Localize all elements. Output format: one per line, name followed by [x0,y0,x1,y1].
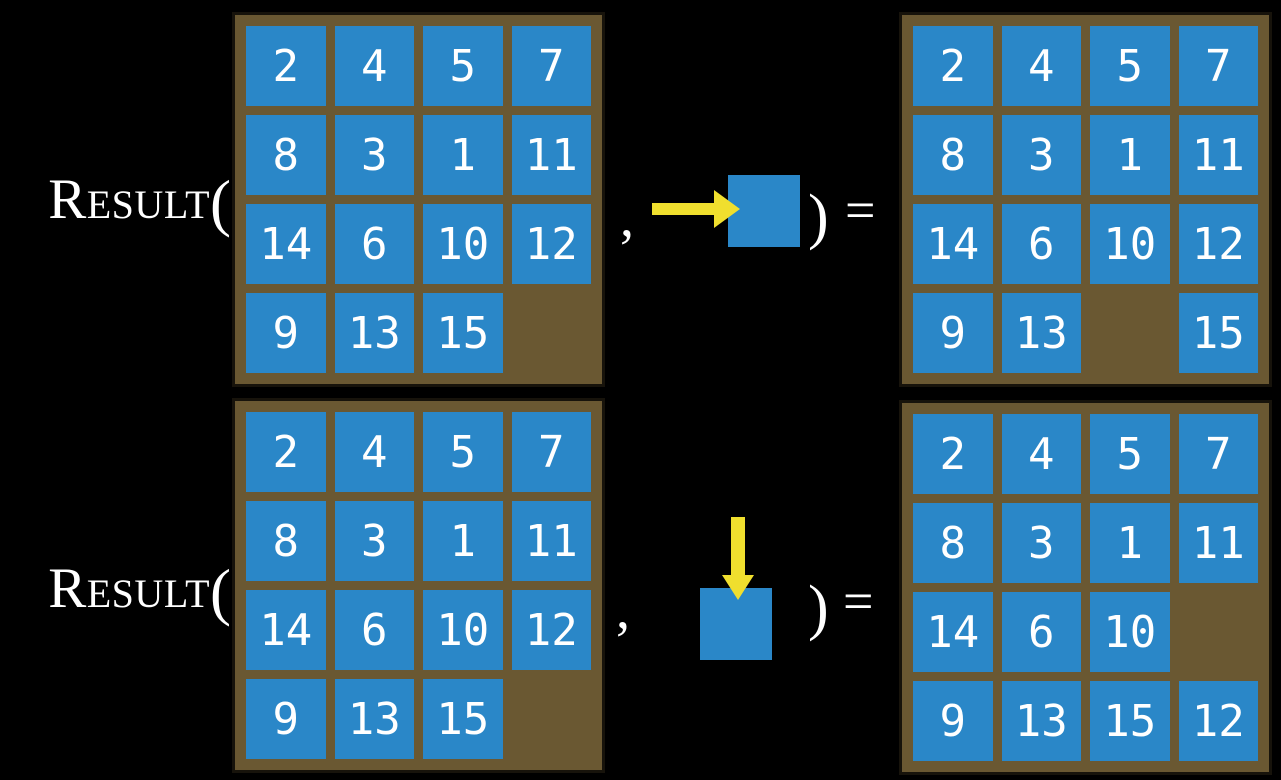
empty-cell [1090,293,1170,373]
puzzle-tile: 11 [511,115,591,195]
puzzle-tile: 4 [334,26,414,106]
puzzle-tile: 15 [423,679,503,759]
action-tile-square [728,175,800,247]
result-function-label: Result( [0,543,233,633]
puzzle-tile: 10 [1090,204,1170,284]
puzzle-tile: 13 [1001,681,1081,761]
puzzle-tile: 8 [246,115,326,195]
empty-cell [1179,592,1259,672]
puzzle-tile: 12 [511,590,591,670]
puzzle-tile: 7 [1178,26,1258,106]
puzzle-tile: 1 [1090,503,1170,583]
puzzle-tile: 10 [1090,592,1170,672]
puzzle-tile: 15 [1178,293,1258,373]
puzzle-tile: 5 [1090,26,1170,106]
open-paren: ( [210,167,231,238]
puzzle-tile: 8 [246,501,326,581]
puzzle-tile: 5 [423,26,503,106]
puzzle-tile: 3 [1001,503,1081,583]
puzzle-tile: 7 [1178,414,1258,494]
puzzle-tile: 15 [1090,681,1170,761]
puzzle-tile: 13 [1001,293,1081,373]
puzzle-tile: 4 [1001,26,1081,106]
puzzle-tile: 10 [423,590,503,670]
puzzle-tile: 6 [1001,592,1081,672]
puzzle-tile: 14 [246,204,326,284]
function-name: Result [48,167,211,231]
puzzle-tile: 4 [334,412,414,492]
puzzle-tile: 6 [1001,204,1081,284]
puzzle-tile: 5 [1090,414,1170,494]
puzzle-tile: 14 [913,204,993,284]
puzzle-tile: 2 [913,26,993,106]
puzzle-tile: 13 [334,293,414,373]
puzzle-tile: 12 [511,204,591,284]
puzzle-tile: 2 [913,414,993,494]
down-arrow-icon [722,517,754,600]
open-paren: ( [210,556,231,627]
puzzle-tile: 12 [1178,681,1258,761]
puzzle-tile: 9 [913,293,993,373]
puzzle-tile: 7 [511,412,591,492]
puzzle-tile: 7 [511,26,591,106]
puzzle-tile: 8 [913,503,993,583]
puzzle-tile: 1 [1090,115,1170,195]
puzzle-tile: 8 [913,115,993,195]
puzzle-tile: 15 [423,293,503,373]
puzzle-tile: 2 [246,26,326,106]
result-function-label: Result( [0,154,233,244]
puzzle-tile: 9 [246,679,326,759]
empty-cell [512,293,592,373]
function-name: Result [48,556,211,620]
puzzle-tile: 2 [246,412,326,492]
puzzle-tile: 14 [246,590,326,670]
puzzle-tile: 9 [913,681,993,761]
puzzle-tile: 1 [423,501,503,581]
puzzle-tile: 3 [334,115,414,195]
puzzle-tile: 1 [423,115,503,195]
puzzle-tile: 13 [334,679,414,759]
puzzle-tile: 11 [511,501,591,581]
puzzle-tile: 3 [1001,115,1081,195]
puzzle-tile: 12 [1178,204,1258,284]
right-arrow-icon [652,190,740,228]
puzzle-tile: 11 [1178,503,1258,583]
puzzle-tile: 4 [1001,414,1081,494]
puzzle-tile: 6 [334,204,414,284]
puzzle-tile: 14 [913,592,993,672]
action-tile-square [700,588,772,660]
puzzle-tile: 6 [334,590,414,670]
puzzle-tile: 5 [423,412,503,492]
empty-cell [512,679,592,759]
puzzle-tile: 11 [1178,115,1258,195]
puzzle-tile: 9 [246,293,326,373]
puzzle-tile: 3 [334,501,414,581]
puzzle-tile: 10 [423,204,503,284]
